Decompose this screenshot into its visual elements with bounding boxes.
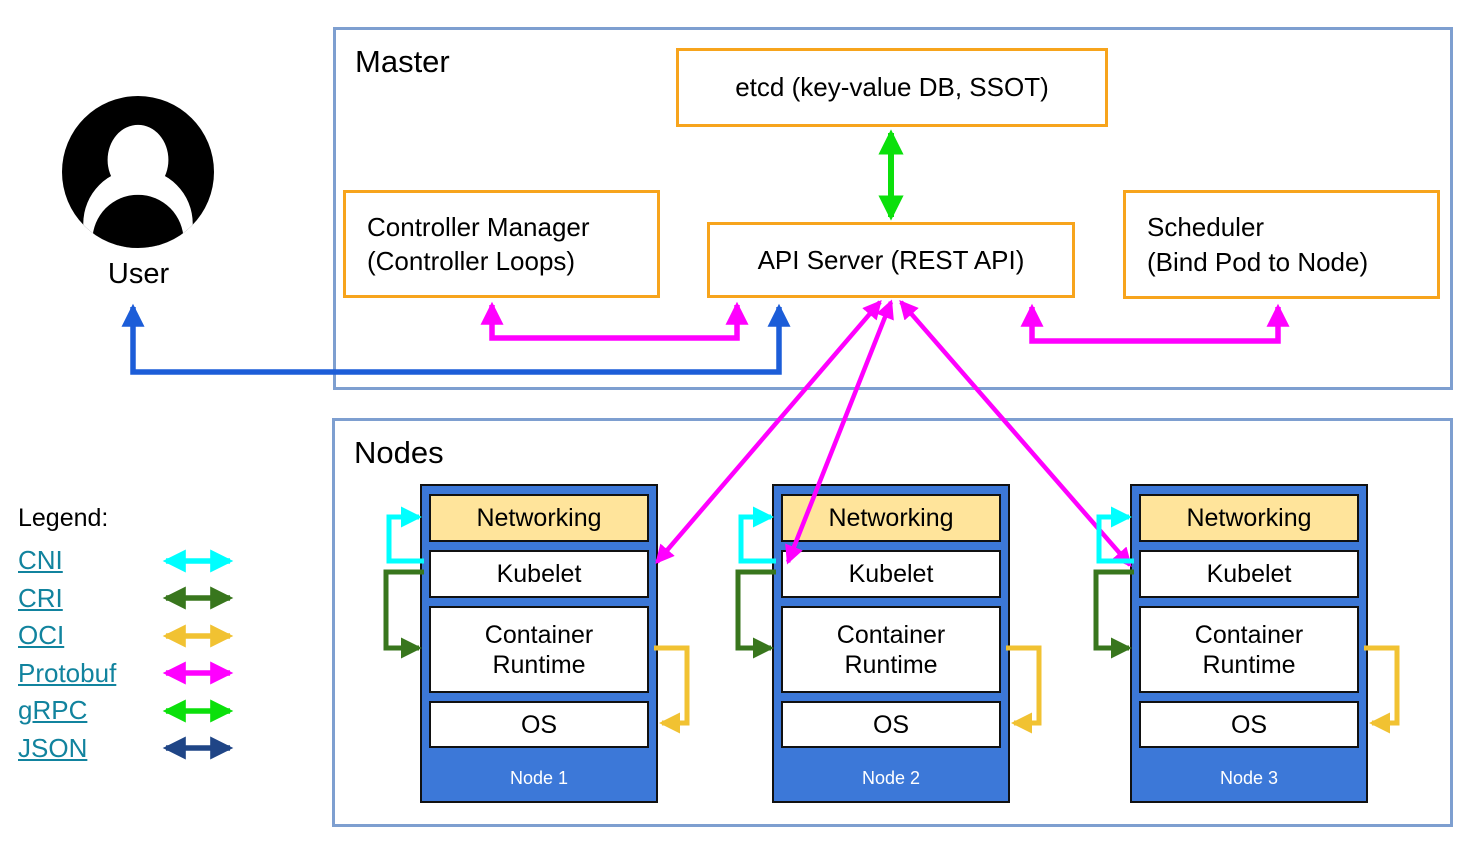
- scheduler-sublabel: (Bind Pod to Node): [1147, 246, 1369, 277]
- grpc-link[interactable]: gRPC: [18, 695, 88, 726]
- legend-title: Legend:: [18, 504, 109, 532]
- scheduler-label: Scheduler: [1147, 212, 1265, 243]
- cri-link[interactable]: CRI: [18, 582, 63, 613]
- controller-manager-box: Controller Manager (Controller Loops): [343, 190, 660, 298]
- node-2: Networking Kubelet Container Runtime OS …: [772, 484, 1010, 803]
- api-server-box: API Server (REST API): [707, 222, 1075, 298]
- legend-item-cri: CRI: [18, 580, 298, 618]
- node-1-name: Node 1: [509, 768, 569, 788]
- node-1-os-box: OS: [429, 701, 649, 748]
- node-3-container-runtime-box: Container Runtime: [1139, 606, 1359, 693]
- legend-item-cni: CNI: [18, 542, 298, 580]
- node-2-networking-box: Networking: [781, 494, 1001, 542]
- node-1-container-runtime-label: Container Runtime: [484, 620, 594, 679]
- grpc-arrow-swatch: [162, 699, 234, 723]
- cni-arrow-swatch: [162, 549, 234, 573]
- node-1: Networking Kubelet Container Runtime OS …: [420, 484, 658, 803]
- legend-item-protobuf: Protobuf: [18, 655, 298, 693]
- node-1-container-runtime-box: Container Runtime: [429, 606, 649, 693]
- user-avatar-icon: [62, 96, 214, 248]
- controller-manager-label: Controller Manager: [367, 211, 590, 242]
- node-3-name: Node 3: [1219, 768, 1279, 788]
- oci-link[interactable]: OCI: [18, 620, 65, 651]
- etcd-label: etcd (key-value DB, SSOT): [735, 72, 1049, 103]
- cri-arrow-swatch: [162, 586, 234, 610]
- node-1-kubelet-box: Kubelet: [429, 550, 649, 598]
- node-3: Networking Kubelet Container Runtime OS …: [1130, 484, 1368, 803]
- node-3-networking-box: Networking: [1139, 494, 1359, 542]
- protobuf-arrow-swatch: [162, 661, 234, 685]
- legend-item-json: JSON: [18, 730, 298, 768]
- json-arrow-swatch: [162, 736, 234, 760]
- node-1-networking-box: Networking: [429, 494, 649, 542]
- node-3-os-box: OS: [1139, 701, 1359, 748]
- master-section-title: Master: [355, 44, 450, 79]
- legend: Legend: CNI CRI OCI Protobuf gRP: [18, 504, 298, 767]
- legend-item-oci: OCI: [18, 617, 298, 655]
- protobuf-link[interactable]: Protobuf: [18, 657, 117, 688]
- etcd-box: etcd (key-value DB, SSOT): [676, 48, 1108, 127]
- controller-manager-sublabel: (Controller Loops): [367, 246, 576, 276]
- nodes-section-title: Nodes: [354, 435, 444, 470]
- legend-item-grpc: gRPC: [18, 692, 298, 730]
- user-label: User: [107, 258, 170, 290]
- node-2-container-runtime-label: Container Runtime: [836, 620, 946, 679]
- cni-link[interactable]: CNI: [18, 545, 63, 576]
- node-2-name: Node 2: [861, 768, 921, 788]
- scheduler-box: Scheduler (Bind Pod to Node): [1123, 190, 1440, 299]
- oci-arrow-swatch: [162, 624, 234, 648]
- node-3-kubelet-box: Kubelet: [1139, 550, 1359, 598]
- api-server-label: API Server (REST API): [757, 244, 1025, 275]
- node-3-container-runtime-label: Container Runtime: [1194, 620, 1304, 679]
- node-2-kubelet-box: Kubelet: [781, 550, 1001, 598]
- node-2-container-runtime-box: Container Runtime: [781, 606, 1001, 693]
- node-2-os-box: OS: [781, 701, 1001, 748]
- json-link[interactable]: JSON: [18, 732, 88, 763]
